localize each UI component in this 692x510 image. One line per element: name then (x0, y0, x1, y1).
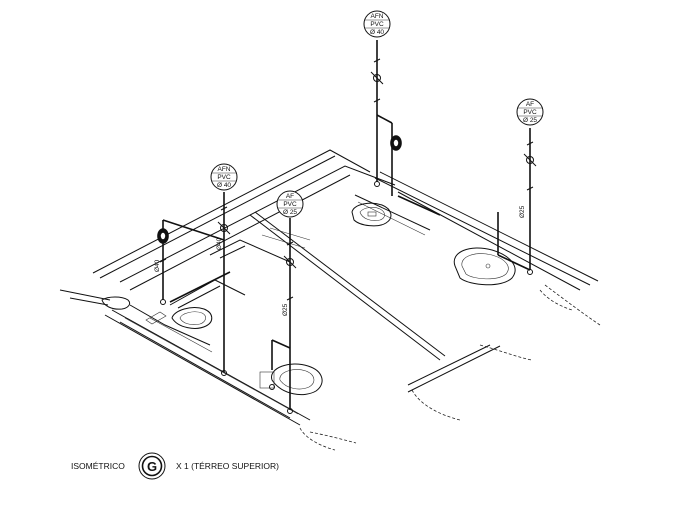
legend-badge: G (147, 459, 157, 474)
legend-badge-icon: G (138, 452, 166, 480)
floor-plan-outline (59, 149, 599, 426)
tag-af-center-line2: PVC (283, 201, 297, 208)
tag-af-right: AF PVC Ø 25 (516, 98, 544, 126)
meter-left (157, 228, 169, 244)
tag-af-right-line1: AF (526, 101, 534, 108)
tag-afn-left-line2: PVC (217, 174, 231, 181)
tag-af-center-line1: AF (286, 193, 294, 200)
legend-prefix: ISOMÉTRICO (71, 461, 125, 471)
tag-af-center-line3: Ø 25 (283, 209, 297, 216)
tag-afn-left-line1: AFN (218, 166, 231, 173)
dim-center-pipe: Ø25 (282, 303, 289, 316)
tag-afn-top: AFN PVC Ø 40 (363, 10, 391, 38)
tag-afn-top-line1: AFN (371, 13, 384, 20)
legend-suffix: X 1 (TÉRREO SUPERIOR) (176, 461, 279, 471)
tag-af-center: AF PVC Ø 25 (276, 190, 304, 218)
meter-top (390, 135, 402, 151)
dim-left-pipe: Ø40 (154, 259, 161, 272)
water-pipes (162, 40, 531, 410)
drawing-legend: ISOMÉTRICO G X 1 (TÉRREO SUPERIOR) (71, 452, 279, 480)
tag-afn-top-line2: PVC (370, 21, 384, 28)
tag-afn-left-line3: Ø 40 (217, 182, 231, 189)
sink-fixtures (101, 202, 516, 396)
dim-mid-pipe: Ø40 (216, 237, 223, 250)
tag-afn-top-line3: Ø 40 (370, 29, 384, 36)
dim-right-pipe: Ø25 (519, 205, 526, 218)
valve-center (283, 255, 297, 269)
tag-afn-left: AFN PVC Ø 40 (210, 163, 238, 191)
valve-fittings (157, 58, 537, 414)
tag-af-right-line2: PVC (523, 109, 537, 116)
valve-top (370, 71, 384, 85)
door-swings (299, 284, 601, 451)
valve-right (523, 153, 537, 167)
tag-af-right-line3: Ø 25 (523, 117, 537, 124)
valve-left (217, 221, 231, 235)
